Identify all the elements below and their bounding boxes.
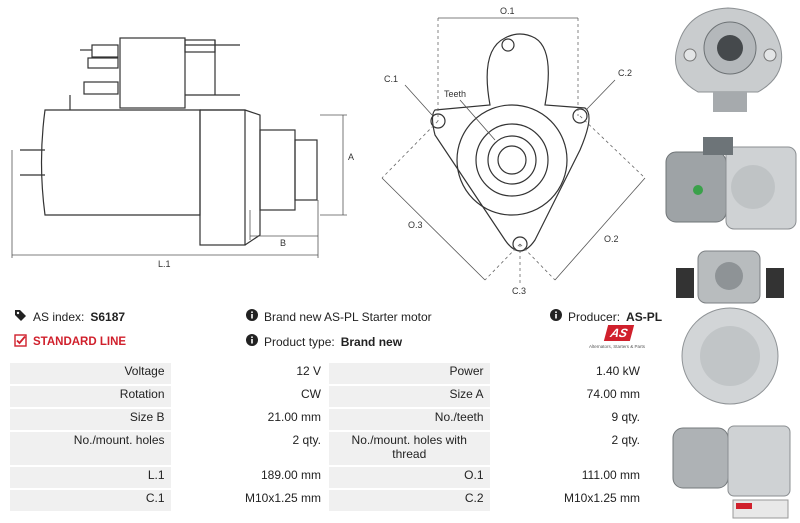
product-type-label: Product type: (264, 334, 335, 349)
product-photo-side (658, 132, 800, 250)
starter-front-view-drawing: O.1 C.1 C.2 Teeth O.3 O.2 C.3 (381, 6, 646, 296)
info-icon (550, 309, 562, 324)
dim-l1-label: L.1 (158, 259, 171, 269)
logo-tagline: Alternators, Starters & Parts (588, 344, 646, 349)
spec-value: M10x1.25 mm (491, 490, 646, 511)
spec-value: 74.00 mm (491, 386, 646, 407)
spec-label: Rotation (10, 386, 171, 407)
dim-b-label: B (280, 238, 286, 248)
as-index-label: AS index: (33, 310, 85, 324)
specifications-table: Voltage 12 V Power 1.40 kW Rotation CW S… (8, 361, 648, 513)
dim-c3-label: C.3 (512, 286, 526, 296)
tag-icon (14, 309, 27, 325)
spec-label: C.1 (10, 490, 171, 511)
producer-value: AS-PL (626, 309, 663, 324)
producer-row: Producer: AS-PL (550, 309, 662, 324)
info-icon (246, 309, 258, 324)
spec-label: C.2 (329, 490, 490, 511)
info-icon (246, 334, 258, 349)
as-index-row: AS index: S6187 (14, 309, 125, 325)
table-row: L.1 189.00 mm O.1 111.00 mm (10, 467, 646, 488)
brand-new-row: Brand new AS-PL Starter motor (246, 309, 432, 324)
dim-o2-label: O.2 (604, 234, 619, 244)
standard-line-label: STANDARD LINE (33, 336, 127, 348)
spec-label: O.1 (329, 467, 490, 488)
logo-badge: AS (603, 325, 635, 341)
spec-label: Size A (329, 386, 490, 407)
spec-label: No./mount. holes with thread (329, 432, 490, 465)
product-photo-rear (658, 246, 800, 408)
spec-label: No./teeth (329, 409, 490, 430)
dim-c1-label: C.1 (384, 74, 398, 84)
table-row: No./mount. holes 2 qty. No./mount. holes… (10, 432, 646, 465)
table-row: Voltage 12 V Power 1.40 kW (10, 363, 646, 384)
spec-value: 9 qty. (491, 409, 646, 430)
producer-label: Producer: (568, 309, 621, 324)
dim-c2-label: C.2 (618, 68, 632, 78)
spec-value: 2 qty. (172, 432, 327, 465)
table-row: Rotation CW Size A 74.00 mm (10, 386, 646, 407)
product-type-value: Brand new (340, 334, 403, 349)
spec-value: 2 qty. (491, 432, 646, 465)
spec-label: No./mount. holes (10, 432, 171, 465)
as-index-value: S6187 (90, 310, 126, 324)
spec-value: 21.00 mm (172, 409, 327, 430)
spec-value: 1.40 kW (491, 363, 646, 384)
teeth-label: Teeth (444, 89, 466, 99)
brand-new-text: Brand new AS-PL Starter motor (264, 309, 432, 324)
spec-value: 111.00 mm (491, 467, 646, 488)
spec-value: CW (172, 386, 327, 407)
dim-o1-label: O.1 (500, 6, 515, 16)
dim-a-label: A (348, 152, 354, 162)
starter-side-view-drawing: L.1 A B (11, 37, 354, 269)
standard-line-row: STANDARD LINE (14, 334, 126, 350)
product-photo-bottom (658, 408, 800, 523)
spec-label: L.1 (10, 467, 171, 488)
checkbox-icon (14, 334, 27, 350)
as-pl-logo: AS Alternators, Starters & Parts (586, 325, 648, 355)
spec-value: 189.00 mm (172, 467, 327, 488)
product-type-row: Product type: Brand new (246, 334, 402, 349)
product-photo-front (658, 0, 800, 128)
spec-label: Voltage (10, 363, 171, 384)
table-row: Size B 21.00 mm No./teeth 9 qty. (10, 409, 646, 430)
spec-value: M10x1.25 mm (172, 490, 327, 511)
spec-label: Size B (10, 409, 171, 430)
spec-value: 12 V (172, 363, 327, 384)
dim-o3-label: O.3 (408, 220, 423, 230)
table-row: C.1 M10x1.25 mm C.2 M10x1.25 mm (10, 490, 646, 511)
spec-label: Power (329, 363, 490, 384)
